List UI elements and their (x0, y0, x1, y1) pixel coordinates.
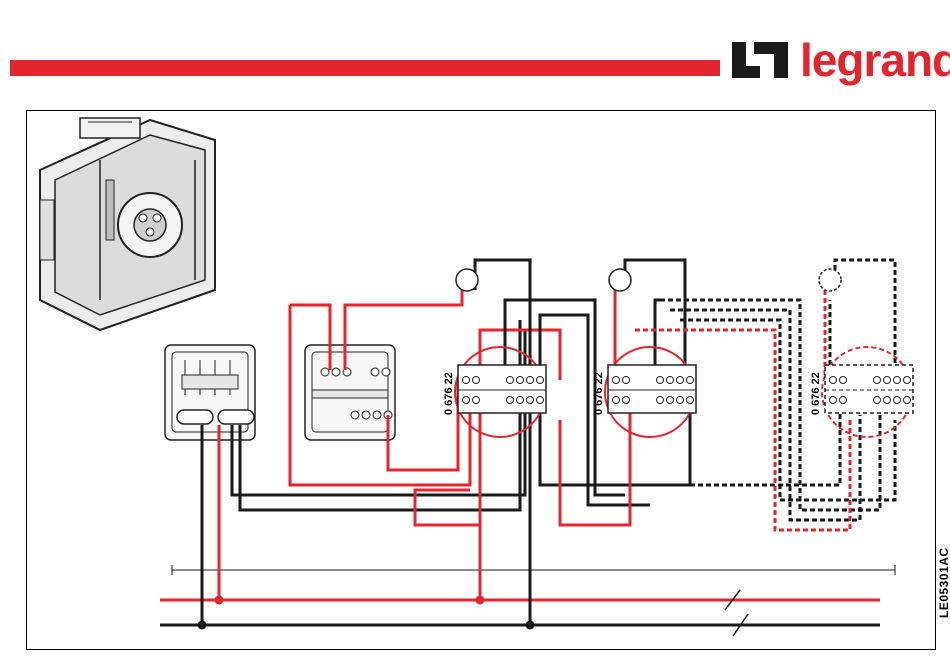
reference-code: LE05301AC (937, 547, 950, 618)
lamp-2 (609, 269, 631, 291)
lamp-1 (456, 269, 478, 291)
relay-label-1: 0 676 22 (443, 372, 455, 415)
lamp-3 (819, 269, 841, 291)
device-product-image (40, 118, 215, 330)
wiring-lines (160, 260, 895, 636)
control-module (305, 345, 395, 440)
relay-module-2: 0 676 22 (593, 347, 696, 437)
relay-label-2: 0 676 22 (593, 372, 605, 415)
relay-label-3: 0 676 22 (810, 372, 822, 415)
